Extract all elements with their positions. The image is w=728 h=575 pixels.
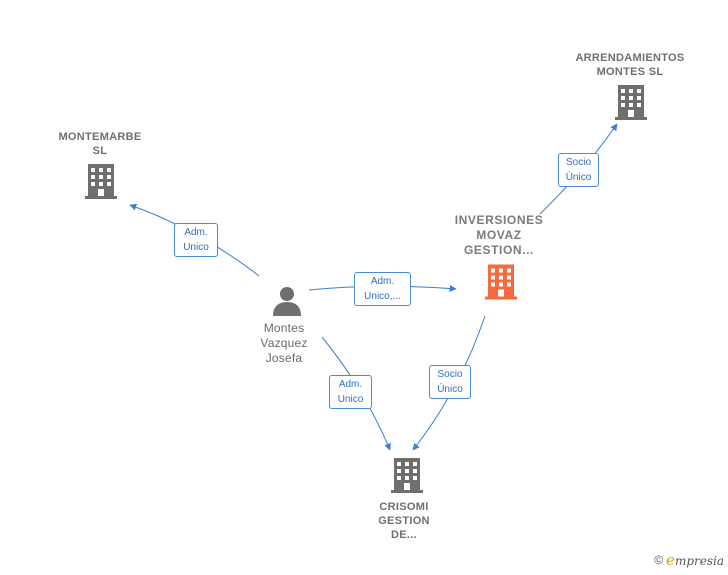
node-label-montemarbe: MONTEMARBE SL xyxy=(58,131,142,157)
footer-credit: © empresia xyxy=(654,551,724,569)
edge-label-inversiones-arrendamientos: Socio Único xyxy=(558,153,599,187)
edge-label-inversiones-crisomi: Socio Único xyxy=(429,365,471,399)
building-icon xyxy=(85,164,117,199)
building-icon xyxy=(391,458,423,493)
person-icon xyxy=(273,287,301,316)
building-icon xyxy=(615,85,647,120)
copyright-symbol: © xyxy=(654,553,664,567)
node-label-person: Montes Vazquez Josefa xyxy=(260,321,308,365)
node-label-inversiones: INVERSIONES MOVAZ GESTION... xyxy=(454,213,544,257)
edge-label-person-montemarbe: Adm. Unico xyxy=(174,223,218,257)
edge-label-person-inversiones: Adm. Unico,... xyxy=(354,272,411,306)
edge-label-person-crisomi: Adm. Unico xyxy=(329,375,372,409)
brand-logo[interactable]: empresia xyxy=(666,551,724,569)
node-label-arrendamientos: ARRENDAMIENTOS MONTES SL xyxy=(575,52,685,78)
node-label-crisomi: CRISOMI GESTION DE... xyxy=(378,501,430,541)
building-icon-focus xyxy=(485,264,517,300)
